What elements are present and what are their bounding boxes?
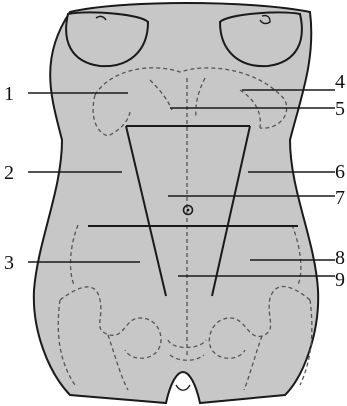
navel-center <box>187 209 190 212</box>
label-4: 4 <box>335 71 345 93</box>
pubic-mark <box>176 385 190 390</box>
label-3: 3 <box>4 252 14 274</box>
label-8: 8 <box>335 247 345 269</box>
label-6: 6 <box>335 161 345 183</box>
label-1: 1 <box>4 83 14 105</box>
label-2: 2 <box>4 162 14 184</box>
label-7: 7 <box>335 187 345 209</box>
label-5: 5 <box>335 98 345 120</box>
label-9: 9 <box>335 269 345 291</box>
